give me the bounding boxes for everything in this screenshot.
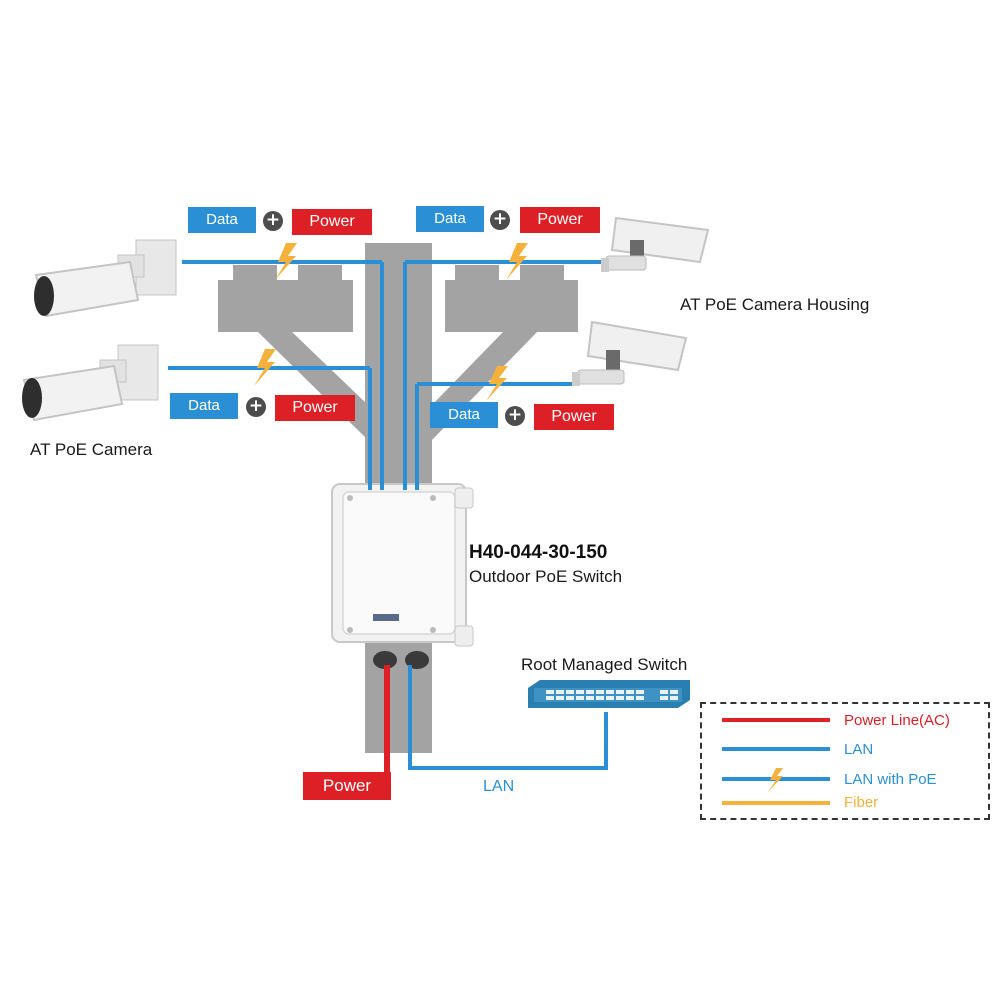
legend-label: Fiber (844, 794, 879, 811)
bullet-camera-top (34, 239, 177, 318)
legend-item-lan-poe: LAN with PoE (702, 771, 988, 793)
data-tag: Data (430, 402, 498, 428)
legend-label: LAN (844, 741, 874, 758)
plus-icon: + (263, 211, 283, 231)
outdoor-poe-switch (331, 483, 474, 669)
legend-label: LAN with PoE (844, 771, 937, 788)
root-managed-switch-device (528, 680, 690, 708)
legend-item-fiber: Fiber (702, 794, 988, 816)
switch-description-label: Outdoor PoE Switch (469, 567, 623, 586)
legend: Power Line(AC) LAN LAN with PoE Fiber (700, 702, 990, 820)
lan-label: LAN (483, 778, 515, 795)
legend-item-lan: LAN (702, 741, 988, 763)
plus-icon: + (490, 210, 510, 230)
plus-icon: + (246, 397, 266, 417)
power-tag: Power (303, 772, 391, 800)
switch-model-label: H40-044-30-150 (469, 542, 608, 563)
plus-icon: + (505, 406, 525, 426)
data-tag: Data (188, 207, 256, 233)
data-tag: Data (170, 393, 238, 419)
data-tag: Data (416, 206, 484, 232)
legend-label: Power Line(AC) (844, 712, 950, 729)
bullet-camera-bottom (22, 344, 159, 422)
power-tag: Power (520, 207, 600, 233)
camera-label: AT PoE Camera (30, 440, 153, 459)
root-switch-label: Root Managed Switch (521, 655, 688, 674)
poe-bolt-icons (254, 243, 528, 401)
camera-housing-bottom (572, 320, 688, 386)
camera-housing-top (601, 216, 710, 272)
power-tag: Power (534, 404, 614, 430)
legend-item-power-line: Power Line(AC) (702, 712, 988, 734)
legend-swatches (722, 718, 830, 805)
power-tag: Power (292, 209, 372, 235)
camera-housing-label: AT PoE Camera Housing (680, 295, 870, 314)
power-tag: Power (275, 395, 355, 421)
